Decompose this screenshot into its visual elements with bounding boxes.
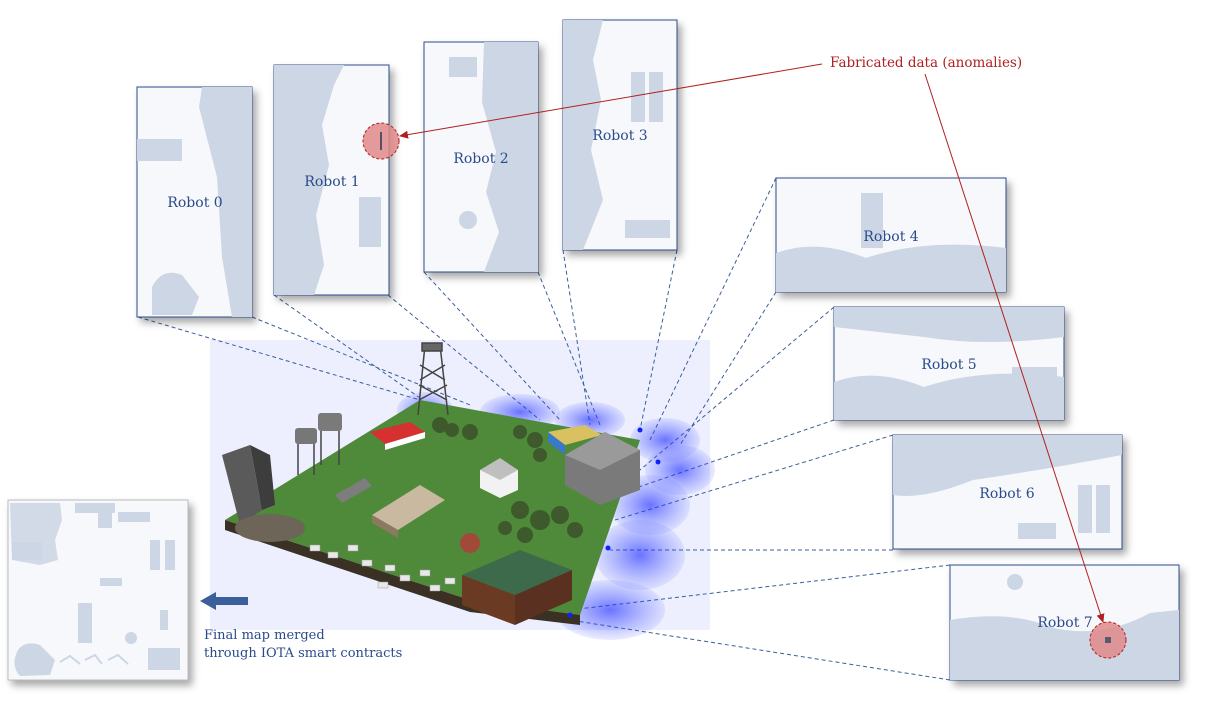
concrete-barriers: [309, 544, 456, 592]
grey-church: [565, 432, 640, 505]
simulation-scene: [222, 342, 715, 640]
ground-edge: [225, 520, 580, 625]
robot-label-2: Robot 2: [453, 151, 508, 167]
robot-label-0: Robot 0: [167, 195, 222, 211]
robot-map-1: Robot 1: [273, 64, 400, 296]
water-tanks: [295, 413, 342, 475]
gas-station: [370, 422, 425, 444]
shop-building: [548, 425, 602, 445]
scene-robots: [567, 427, 661, 618]
robot-label-1: Robot 1: [304, 174, 359, 190]
final-merged-map: [7, 499, 189, 681]
robot-map-7: Robot 7: [949, 564, 1180, 681]
trailer: [335, 478, 372, 503]
robot-map-3: Robot 3: [562, 19, 678, 251]
anomaly-arrow-2: [924, 73, 1105, 623]
lidar-scans: [397, 392, 715, 640]
robot-label-4: Robot 4: [863, 229, 918, 245]
robot-map-0: Robot 0: [136, 86, 253, 318]
warehouse: [372, 485, 445, 530]
robot-label-6: Robot 6: [979, 486, 1034, 502]
anomaly-arrow-1: [399, 63, 823, 139]
final-map-caption-line2: through IOTA smart contracts: [204, 646, 402, 661]
robot-map-5: Robot 5: [833, 306, 1065, 421]
robot-map-4: Robot 4: [775, 177, 1007, 293]
ruined-building: [222, 445, 305, 542]
robot-label-5: Robot 5: [921, 357, 976, 373]
robot-label-7: Robot 7: [1037, 615, 1092, 631]
radio-tower: [417, 342, 449, 416]
round-hut: [460, 533, 480, 553]
anomaly-label: Fabricated data (anomalies): [830, 55, 1022, 71]
robot-label-3: Robot 3: [592, 128, 647, 144]
trees: [432, 417, 583, 543]
merge-arrow-icon: [200, 592, 248, 610]
final-map-caption-line1: Final map merged: [204, 628, 325, 643]
robot-map-2: Robot 2: [423, 41, 539, 273]
green-barn: [462, 550, 572, 625]
white-house: [480, 458, 518, 498]
robot-map-6: Robot 6: [892, 434, 1123, 550]
